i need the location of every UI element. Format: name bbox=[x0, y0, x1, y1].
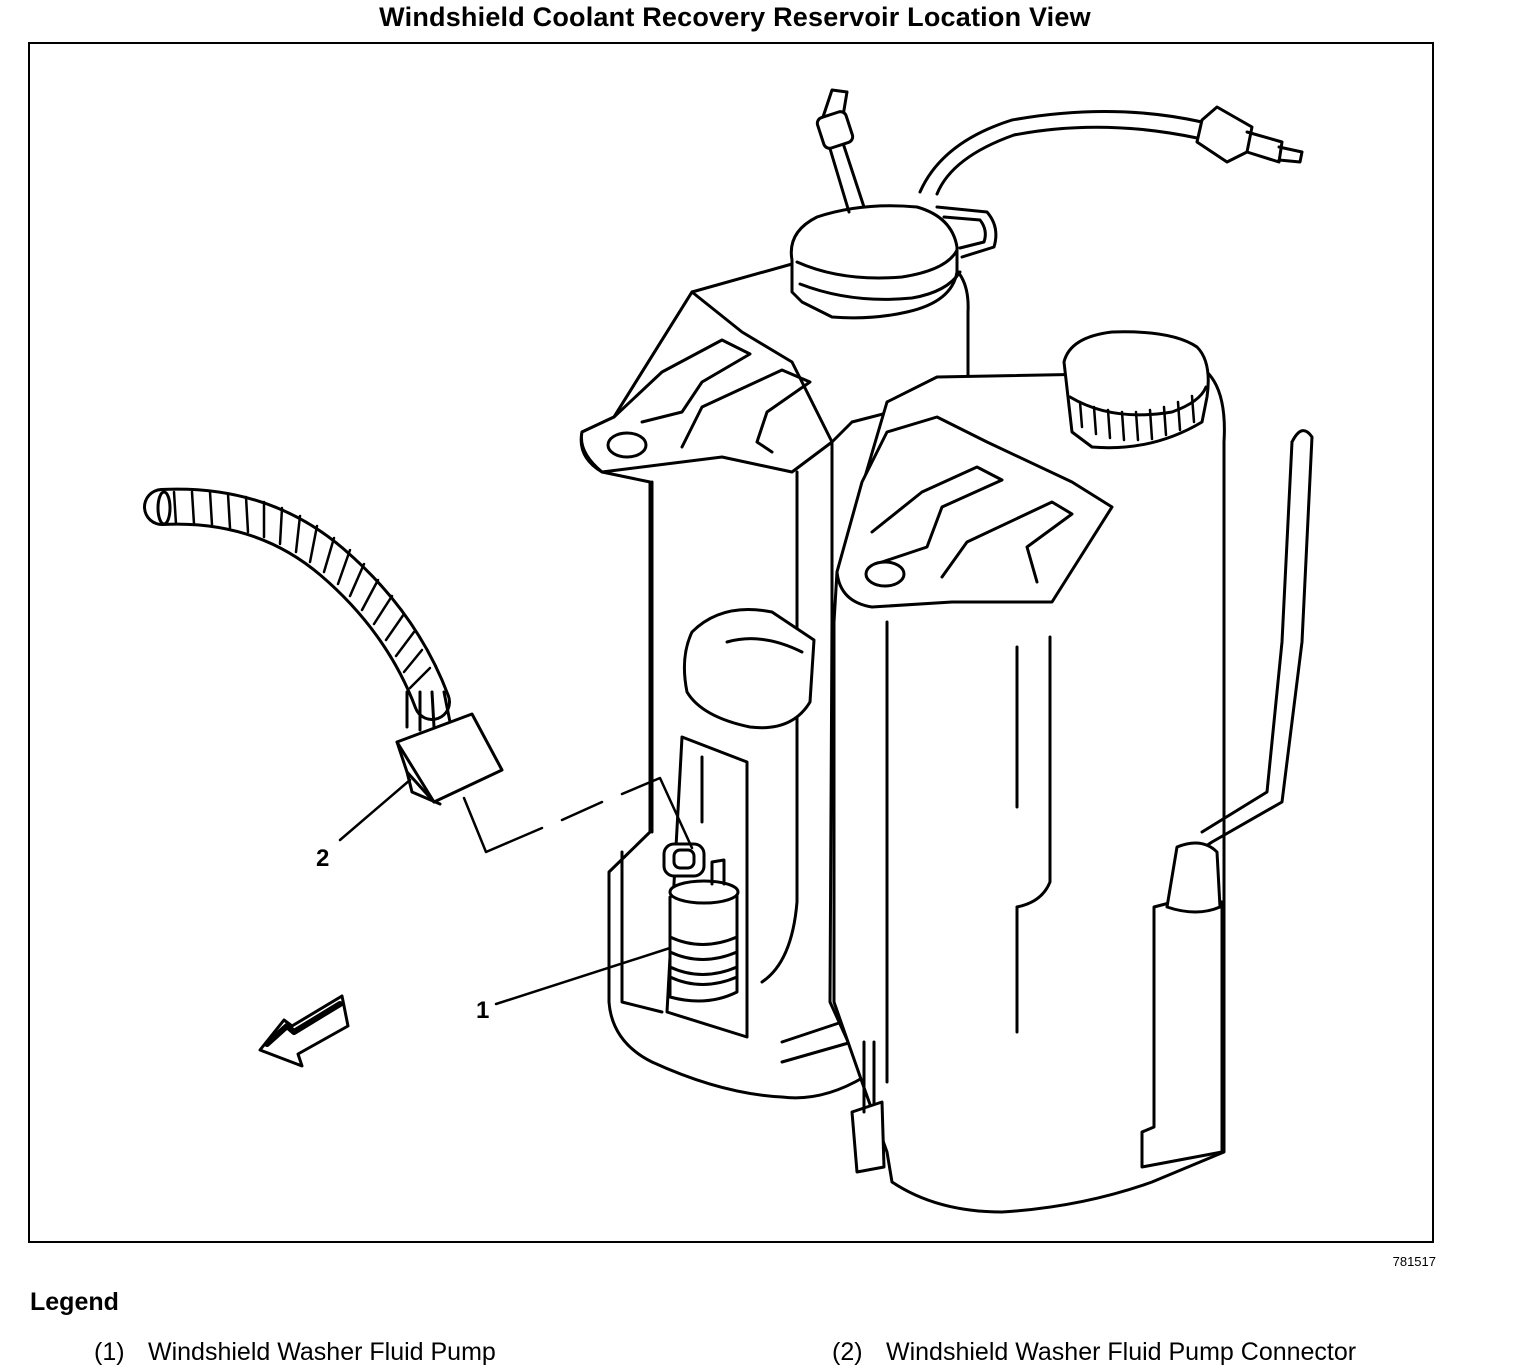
top-hoses bbox=[815, 88, 1304, 214]
harness-ribs bbox=[172, 490, 432, 690]
legend-item-number: (1) bbox=[94, 1338, 125, 1366]
legend-item-pump: (1) Windshield Washer Fluid Pump bbox=[94, 1338, 496, 1367]
legend-item-number: (2) bbox=[832, 1338, 863, 1366]
reservoir-bulge bbox=[682, 608, 816, 730]
callout-2-number: 2 bbox=[316, 845, 329, 872]
wiring-harness bbox=[143, 487, 452, 732]
coolant-recovery-tank bbox=[832, 330, 1226, 1214]
figure-id: 781517 bbox=[1392, 1254, 1436, 1269]
callout-1-number: 1 bbox=[476, 997, 489, 1024]
coolant-filler-cap bbox=[1062, 330, 1210, 450]
cap-ribs bbox=[1078, 394, 1196, 442]
legend-heading: Legend bbox=[30, 1288, 119, 1316]
legend-item-pump-connector: (2) Windshield Washer Fluid Pump Connecto… bbox=[832, 1338, 1356, 1367]
connector-alignment-dash bbox=[560, 800, 604, 822]
callout-1-leader bbox=[494, 946, 672, 1006]
front-direction-arrow bbox=[258, 994, 350, 1068]
reservoir-illustration: 2 1 bbox=[143, 88, 1314, 1214]
diagram-frame: 2 1 bbox=[28, 42, 1434, 1243]
washer-fluid-pump bbox=[662, 842, 740, 1003]
diagram-title: Windshield Coolant Recovery Reservoir Lo… bbox=[379, 2, 1091, 32]
washer-filler-cap bbox=[789, 204, 959, 320]
connector-alignment-leader bbox=[462, 796, 544, 854]
sensor-stub bbox=[850, 1100, 886, 1174]
legend-item-label: Windshield Washer Fluid Pump Connector bbox=[886, 1338, 1357, 1366]
legend-item-label: Windshield Washer Fluid Pump bbox=[148, 1338, 496, 1366]
callout-leaders bbox=[338, 776, 694, 1006]
callout-2-leader bbox=[338, 778, 412, 842]
side-tube bbox=[1165, 429, 1314, 914]
mounting-hole bbox=[606, 431, 648, 459]
pump-connector bbox=[395, 712, 504, 806]
cap-tether bbox=[935, 205, 998, 259]
hose-connector bbox=[1195, 105, 1254, 164]
connector-alignment-end bbox=[620, 776, 694, 850]
side-lug bbox=[1140, 895, 1224, 1169]
